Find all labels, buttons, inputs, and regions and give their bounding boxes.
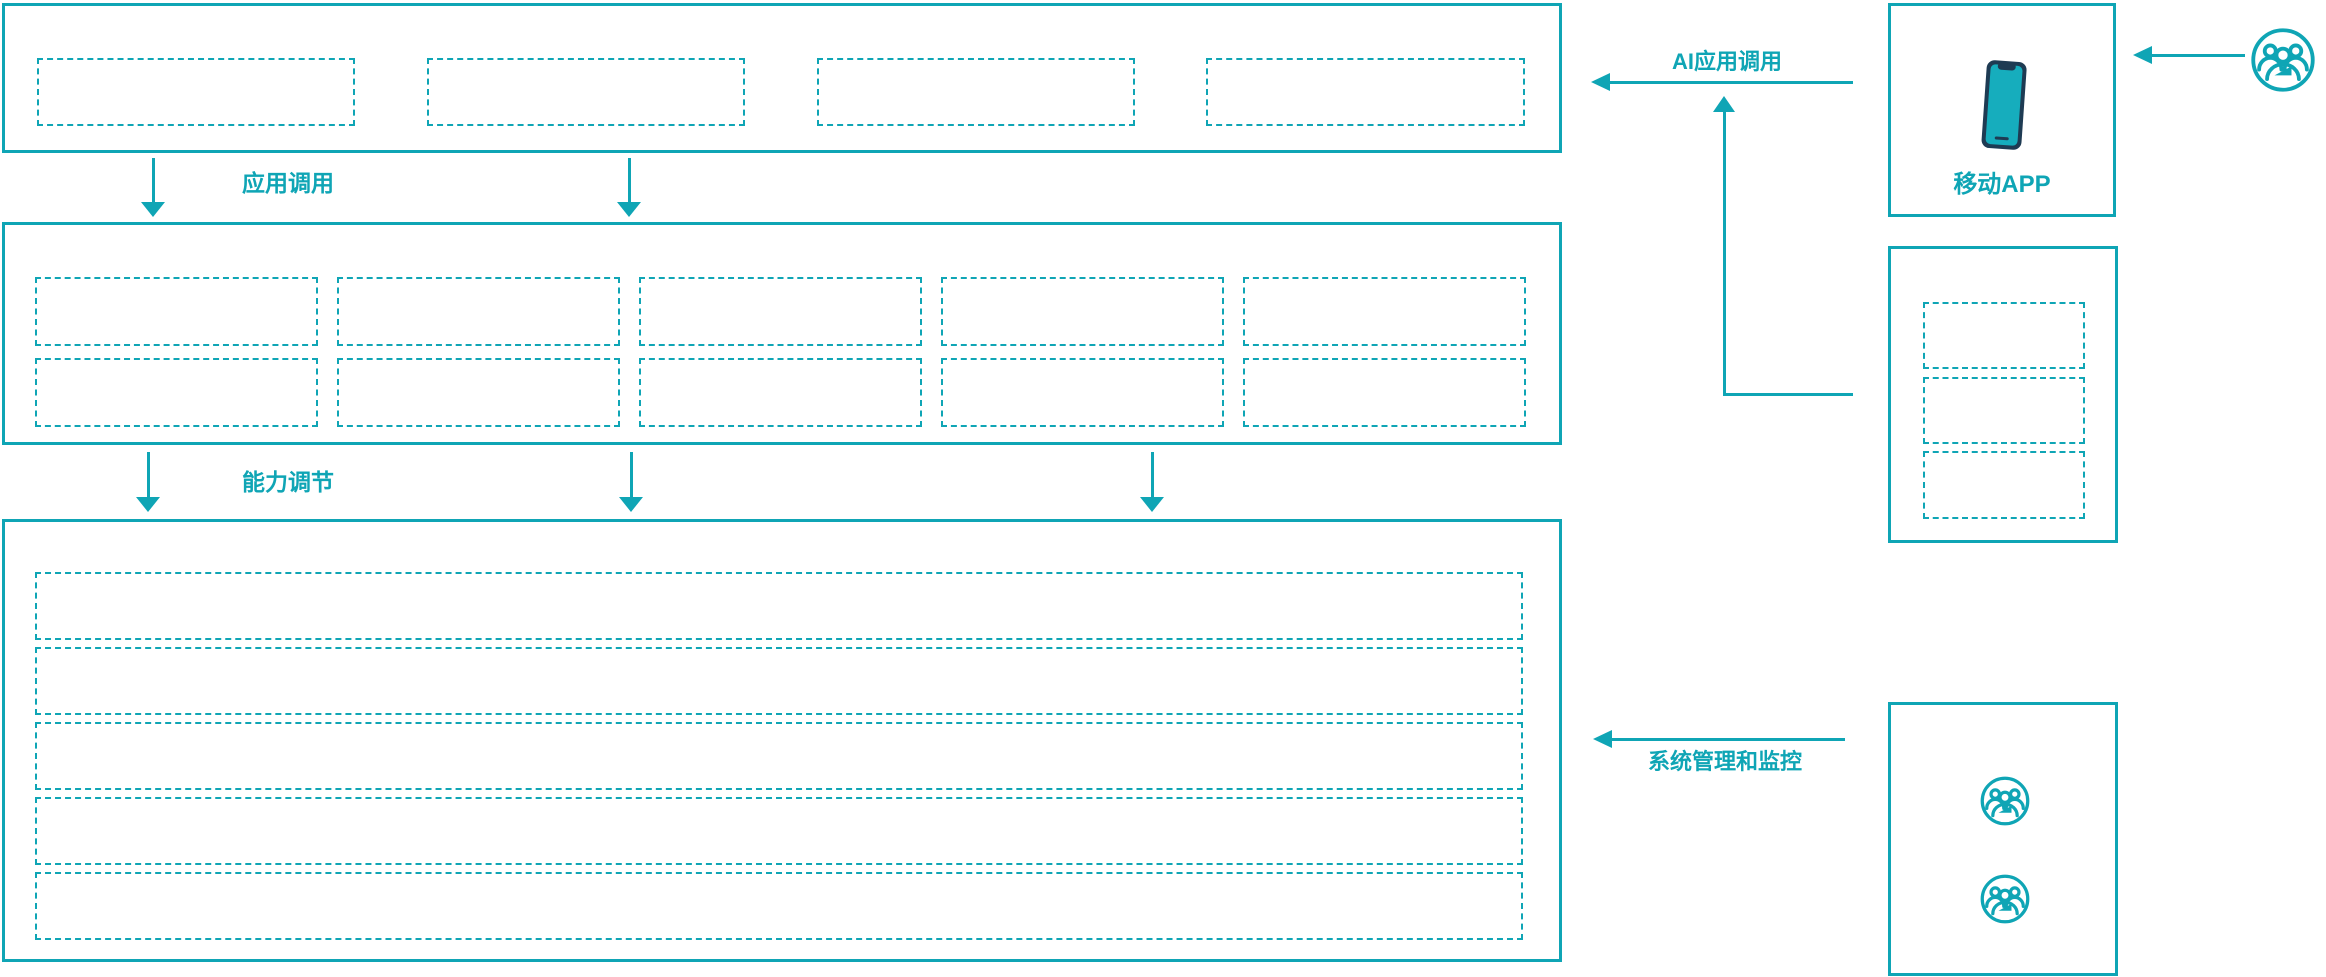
down-arrow-shaft (628, 158, 631, 204)
top-layer-placeholder (37, 58, 355, 126)
capability-adjust-label: 能力调节 (242, 469, 334, 495)
down-arrow-shaft (630, 452, 633, 499)
middle-layer-placeholder (639, 277, 922, 346)
third-party-panel (1888, 246, 2118, 543)
users-group-icon (1980, 776, 2030, 826)
down-arrow-icon (136, 497, 160, 512)
admin-panel (1888, 702, 2118, 976)
mobile-app-panel: 移动APP (1888, 3, 2116, 217)
middle-layer-placeholder (941, 277, 1224, 346)
bottom-layer-placeholder (35, 647, 1523, 715)
top-layer-placeholder (427, 58, 745, 126)
down-arrow-icon (619, 497, 643, 512)
system-mgmt-arrow-line (1611, 738, 1845, 741)
system-mgmt-label: 系统管理和监控 (1648, 749, 1803, 774)
middle-layer-placeholder (337, 358, 620, 427)
middle-layer-placeholder (639, 358, 922, 427)
bottom-layer-box (2, 519, 1562, 962)
middle-layer-placeholder (35, 277, 318, 346)
middle-layer-placeholder (1243, 358, 1526, 427)
top-layer-placeholder (817, 58, 1135, 126)
down-arrow-icon (617, 202, 641, 217)
bottom-layer-placeholder (35, 872, 1523, 940)
up-arrow-icon (1713, 96, 1735, 112)
down-arrow-shaft (152, 158, 155, 204)
bottom-layer-placeholder (35, 722, 1523, 790)
app-call-label: 应用调用 (242, 170, 334, 196)
middle-layer-placeholder (1243, 277, 1526, 346)
ai-call-connector-vertical (1723, 111, 1726, 396)
left-arrow-icon (1591, 73, 1610, 91)
middle-layer-placeholder (941, 358, 1224, 427)
top-layer-box (2, 3, 1562, 153)
down-arrow-icon (1140, 497, 1164, 512)
down-arrow-shaft (1151, 452, 1154, 499)
ai-app-call-label: AI应用调用 (1672, 49, 1783, 74)
down-arrow-shaft (147, 452, 150, 499)
users-group-icon (2251, 28, 2315, 92)
left-arrow-icon (2133, 46, 2152, 64)
third-party-placeholder (1923, 302, 2085, 369)
users-group-icon (1980, 874, 2030, 924)
ai-call-connector-horizontal (1723, 393, 1853, 396)
down-arrow-icon (141, 202, 165, 217)
bottom-layer-placeholder (35, 797, 1523, 865)
ai-call-arrow-line (1609, 81, 1853, 84)
third-party-placeholder (1923, 451, 2085, 519)
mobile-app-label: 移动APP (1953, 171, 2051, 198)
bottom-layer-placeholder (35, 572, 1523, 640)
top-layer-placeholder (1206, 58, 1525, 126)
middle-layer-placeholder (35, 358, 318, 427)
middle-layer-box (2, 222, 1562, 445)
user-arrow-line (2152, 54, 2245, 57)
left-arrow-icon (1593, 730, 1612, 748)
smartphone-icon (1981, 60, 2027, 150)
middle-layer-placeholder (337, 277, 620, 346)
third-party-placeholder (1923, 377, 2085, 444)
